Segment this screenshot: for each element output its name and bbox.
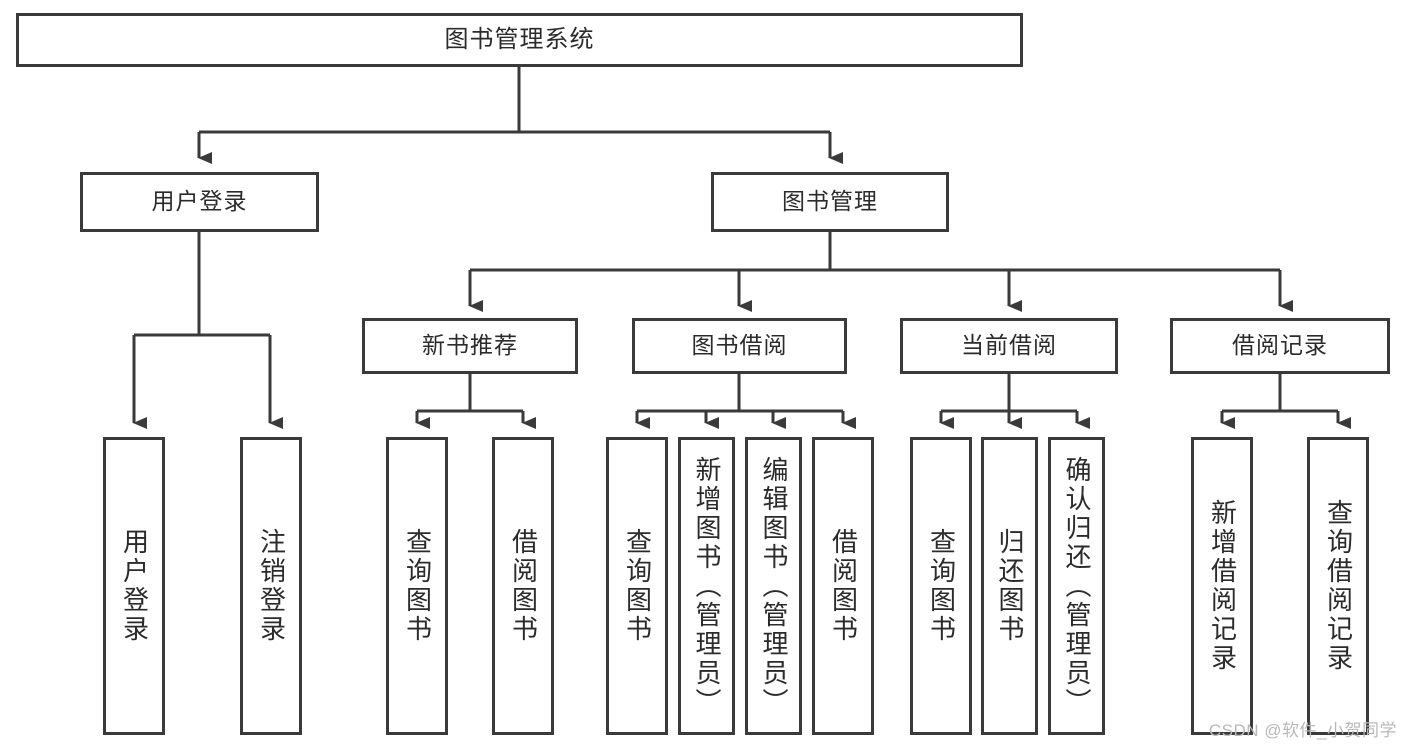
leaf-book-borrow-query-book[interactable]: 查询图书 [606,437,668,735]
node-label: 新书推荐 [422,332,518,359]
node-label: 用户登录 [151,188,248,215]
leaf-borrow-record-add-record[interactable]: 新增借阅记录 [1191,437,1253,735]
node-label: 查询图书 [402,528,433,644]
node-label: 当前借阅 [961,332,1057,359]
leaf-current-borrow-query-book[interactable]: 查询图书 [910,437,972,735]
node-label: 编辑图书（管理员） [759,455,790,717]
node-label: 新增图书（管理员） [692,455,723,717]
leaf-current-borrow-return-book[interactable]: 归还图书 [981,437,1038,735]
leaf-current-borrow-confirm-return-admin[interactable]: 确认归还（管理员） [1048,437,1105,735]
leaf-user-login-logout[interactable]: 注销登录 [240,437,302,735]
node-label: 用户登录 [119,528,150,644]
leaf-new-book-borrow-book[interactable]: 借阅图书 [492,437,554,735]
node-label: 查询借阅记录 [1323,499,1354,673]
leaf-book-borrow-add-book-admin[interactable]: 新增图书（管理员） [678,437,735,735]
node-label: 查询图书 [622,528,653,644]
node-current-borrow[interactable]: 当前借阅 [900,318,1118,374]
leaf-new-book-query-book[interactable]: 查询图书 [386,437,448,735]
node-label: 图书管理 [782,188,878,215]
leaf-user-login-login[interactable]: 用户登录 [103,437,165,735]
node-label: 图书管理系统 [444,25,595,53]
node-label: 查询图书 [926,528,957,644]
node-root-book-management-system[interactable]: 图书管理系统 [16,13,1023,67]
node-label: 注销登录 [256,528,287,644]
node-label: 图书借阅 [691,332,788,359]
leaf-borrow-record-query-record[interactable]: 查询借阅记录 [1307,437,1369,735]
node-label: 借阅记录 [1232,332,1328,359]
node-label: 确认归还（管理员） [1062,455,1093,717]
node-label: 新增借阅记录 [1207,499,1238,673]
node-book-management[interactable]: 图书管理 [711,172,949,232]
node-book-borrow[interactable]: 图书借阅 [632,318,847,374]
node-label: 借阅图书 [828,528,859,644]
node-label: 借阅图书 [508,528,539,644]
node-user-login[interactable]: 用户登录 [80,172,319,232]
node-new-book-recommend[interactable]: 新书推荐 [362,318,578,374]
leaf-book-borrow-borrow-book[interactable]: 借阅图书 [812,437,874,735]
node-label: 归还图书 [995,528,1026,644]
node-borrow-record[interactable]: 借阅记录 [1170,318,1390,374]
leaf-book-borrow-edit-book-admin[interactable]: 编辑图书（管理员） [745,437,802,735]
